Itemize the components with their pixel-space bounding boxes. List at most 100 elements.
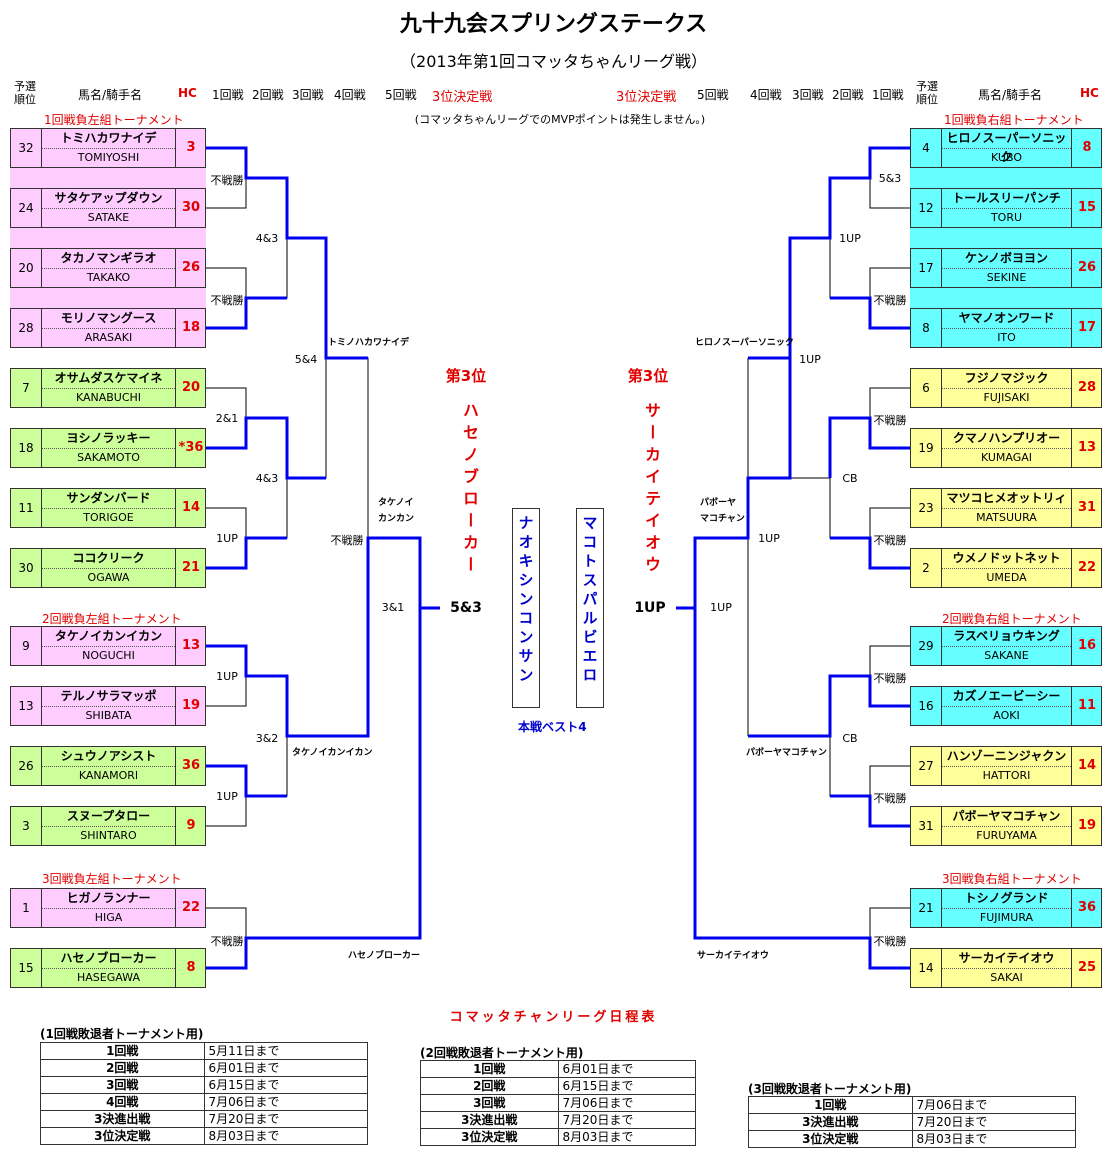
handicap: 28 — [1071, 369, 1102, 407]
jockey-name: OGAWA — [87, 571, 130, 584]
result-l-r4a: 3&1 — [381, 601, 405, 614]
group-label-l1: 1回戦負左組トーナメント — [44, 113, 184, 127]
result-l-r1e: 1UP — [216, 670, 238, 683]
horse-name: スヌープタロー — [42, 807, 175, 827]
round-header-l1: 1回戦 — [212, 88, 244, 102]
jockey-name: TORU — [990, 211, 1023, 224]
hc-header-left: HC — [178, 86, 197, 100]
horse-name: オサムダスケマイネ — [42, 369, 175, 389]
schedule-deadline: 6月01日まで — [203, 1059, 368, 1077]
final-score-left: 5&3 — [444, 600, 488, 616]
page-title: 九十九会スプリングステークス — [399, 12, 708, 37]
result-r-r4a: 1UP — [710, 601, 732, 614]
handicap: 18 — [175, 309, 206, 347]
seed-rank: 7 — [11, 369, 42, 407]
horse-name: パボーヤマコチャン — [942, 807, 1071, 827]
round-header-r2: 2回戦 — [832, 88, 864, 102]
horse-name: カズノエービーシー — [942, 687, 1071, 707]
group-label-l2: 2回戦負左組トーナメント — [42, 612, 182, 626]
third-place-right-label: 第3位 — [627, 367, 669, 385]
schedule-deadline: 5月11日まで — [203, 1042, 368, 1060]
seed-rank: 12 — [911, 189, 942, 227]
schedule-table-3-caption: (3回戦敗退者トーナメント用) — [748, 1082, 912, 1096]
schedule-deadline: 8月03日まで — [203, 1127, 368, 1145]
finalist-right: マコトスパルビエロ — [576, 508, 604, 708]
jockey-name: NOGUCHI — [82, 649, 135, 662]
result-r-r1g: 不戦勝 — [873, 935, 907, 948]
horse-name: ココクリーク — [42, 549, 175, 569]
handicap: 3 — [175, 129, 206, 167]
result-r-r1a: 5&3 — [878, 172, 902, 185]
handicap: 20 — [175, 369, 206, 407]
result-l-r1c: 2&1 — [215, 412, 239, 425]
handicap: 25 — [1071, 949, 1102, 987]
finalist-left: ナオキシンコンサン — [512, 508, 540, 708]
group-label-r3: 3回戦負右組トーナメント — [942, 872, 1082, 886]
jockey-name: HIGA — [94, 911, 123, 924]
seed-rank: 29 — [911, 627, 942, 665]
horse-name: トールスリーパンチ — [942, 189, 1071, 209]
schedule-deadline: 7月20日まで — [911, 1113, 1076, 1131]
handicap: 22 — [175, 889, 206, 927]
advance-l-a: トミノハカワナイデ — [328, 338, 410, 348]
jockey-name: KANABUCHI — [75, 391, 142, 404]
handicap: 15 — [1071, 189, 1102, 227]
result-l-r1f: 1UP — [216, 790, 238, 803]
schedule-round: 3位決定戦 — [420, 1128, 559, 1146]
seed-rank: 19 — [911, 429, 942, 467]
jockey-name: HATTORI — [982, 769, 1031, 782]
horse-name: ヒガノランナー — [42, 889, 175, 909]
handicap: 26 — [1071, 249, 1102, 287]
jockey-name: KUMAGAI — [980, 451, 1033, 464]
schedule-round: 3回戦 — [420, 1094, 559, 1112]
horse-name: トミハカワナイデ — [42, 129, 175, 149]
result-l-r1g: 不戦勝 — [210, 935, 244, 948]
seed-rank: 1 — [11, 889, 42, 927]
seed-rank: 9 — [11, 627, 42, 665]
seed-rank: 15 — [11, 949, 42, 987]
handicap: 26 — [175, 249, 206, 287]
schedule-deadline: 7月06日まで — [203, 1093, 368, 1111]
finalist-right-name: マコトスパルビエロ — [580, 515, 599, 686]
schedule-deadline: 6月15日まで — [557, 1077, 696, 1095]
group-label-l3: 3回戦負左組トーナメント — [42, 872, 182, 886]
seed-rank: 2 — [911, 549, 942, 587]
handicap: 13 — [175, 627, 206, 665]
handicap: 19 — [1071, 807, 1102, 845]
schedule-round: 3位決定戦 — [40, 1127, 205, 1145]
seed-rank: 4 — [911, 129, 942, 167]
seed-rank: 21 — [911, 889, 942, 927]
advance-r-b: パボーヤ マコチャン — [700, 498, 745, 524]
seed-rank: 26 — [11, 747, 42, 785]
name-header-right: 馬名/騎手名 — [977, 88, 1043, 102]
horse-name: タケノイカンイカン — [42, 627, 175, 647]
horse-name: ヤマノオンワード — [942, 309, 1071, 329]
handicap: 36 — [1071, 889, 1102, 927]
third-place-left-name: ハセノブローカー — [460, 402, 479, 578]
horse-name: ウメノドットネット — [942, 549, 1071, 569]
horse-name: クマノハンプリオー — [942, 429, 1071, 449]
jockey-name: SEKINE — [986, 271, 1027, 284]
jockey-name: ITO — [997, 331, 1016, 344]
seed-rank: 6 — [911, 369, 942, 407]
horse-name: ハセノブローカー — [42, 949, 175, 969]
seed-rank: 27 — [911, 747, 942, 785]
result-r-r1b: 不戦勝 — [873, 294, 907, 307]
